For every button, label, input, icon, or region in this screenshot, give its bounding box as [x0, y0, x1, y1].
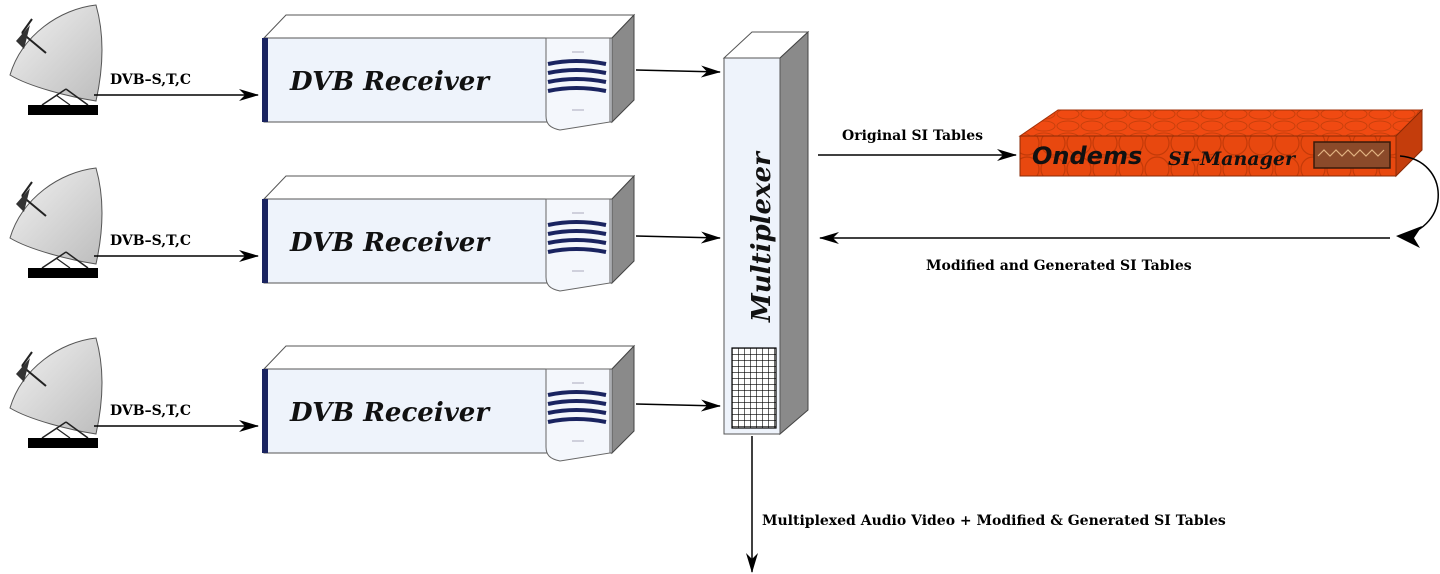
receiver-to-mux-arrow — [635, 399, 721, 412]
output-label: Multiplexed Audio Video + Modified & Gen… — [762, 513, 1226, 529]
satellite-dish-icon — [9, 4, 103, 116]
satellite-dish-icon — [9, 337, 103, 449]
dvb-receiver-label: DVB Receiver — [289, 67, 491, 97]
multiplexer-box — [722, 30, 810, 436]
multiplexer-label: Multiplexer — [747, 150, 777, 323]
si-manager-product: SI–Manager — [1168, 148, 1297, 170]
input-label: DVB–S,T,C — [110, 72, 191, 88]
dvb-receiver-label: DVB Receiver — [289, 228, 491, 258]
return-arrowhead — [1396, 226, 1422, 248]
input-label: DVB–S,T,C — [110, 233, 191, 249]
return-curve-arrow — [1399, 155, 1439, 237]
original-si-label: Original SI Tables — [842, 128, 983, 144]
si-manager-device — [1018, 108, 1424, 178]
receiver-to-mux-arrow — [635, 65, 721, 78]
si-manager-brand: Ondems — [1032, 142, 1142, 170]
satellite-dish-icon — [9, 167, 103, 279]
modified-si-label: Modified and Generated SI Tables — [926, 258, 1192, 274]
receiver-to-mux-arrow — [635, 231, 721, 244]
input-label: DVB–S,T,C — [110, 403, 191, 419]
vent-grid-icon — [731, 347, 777, 429]
dvb-receiver-label: DVB Receiver — [289, 398, 491, 428]
